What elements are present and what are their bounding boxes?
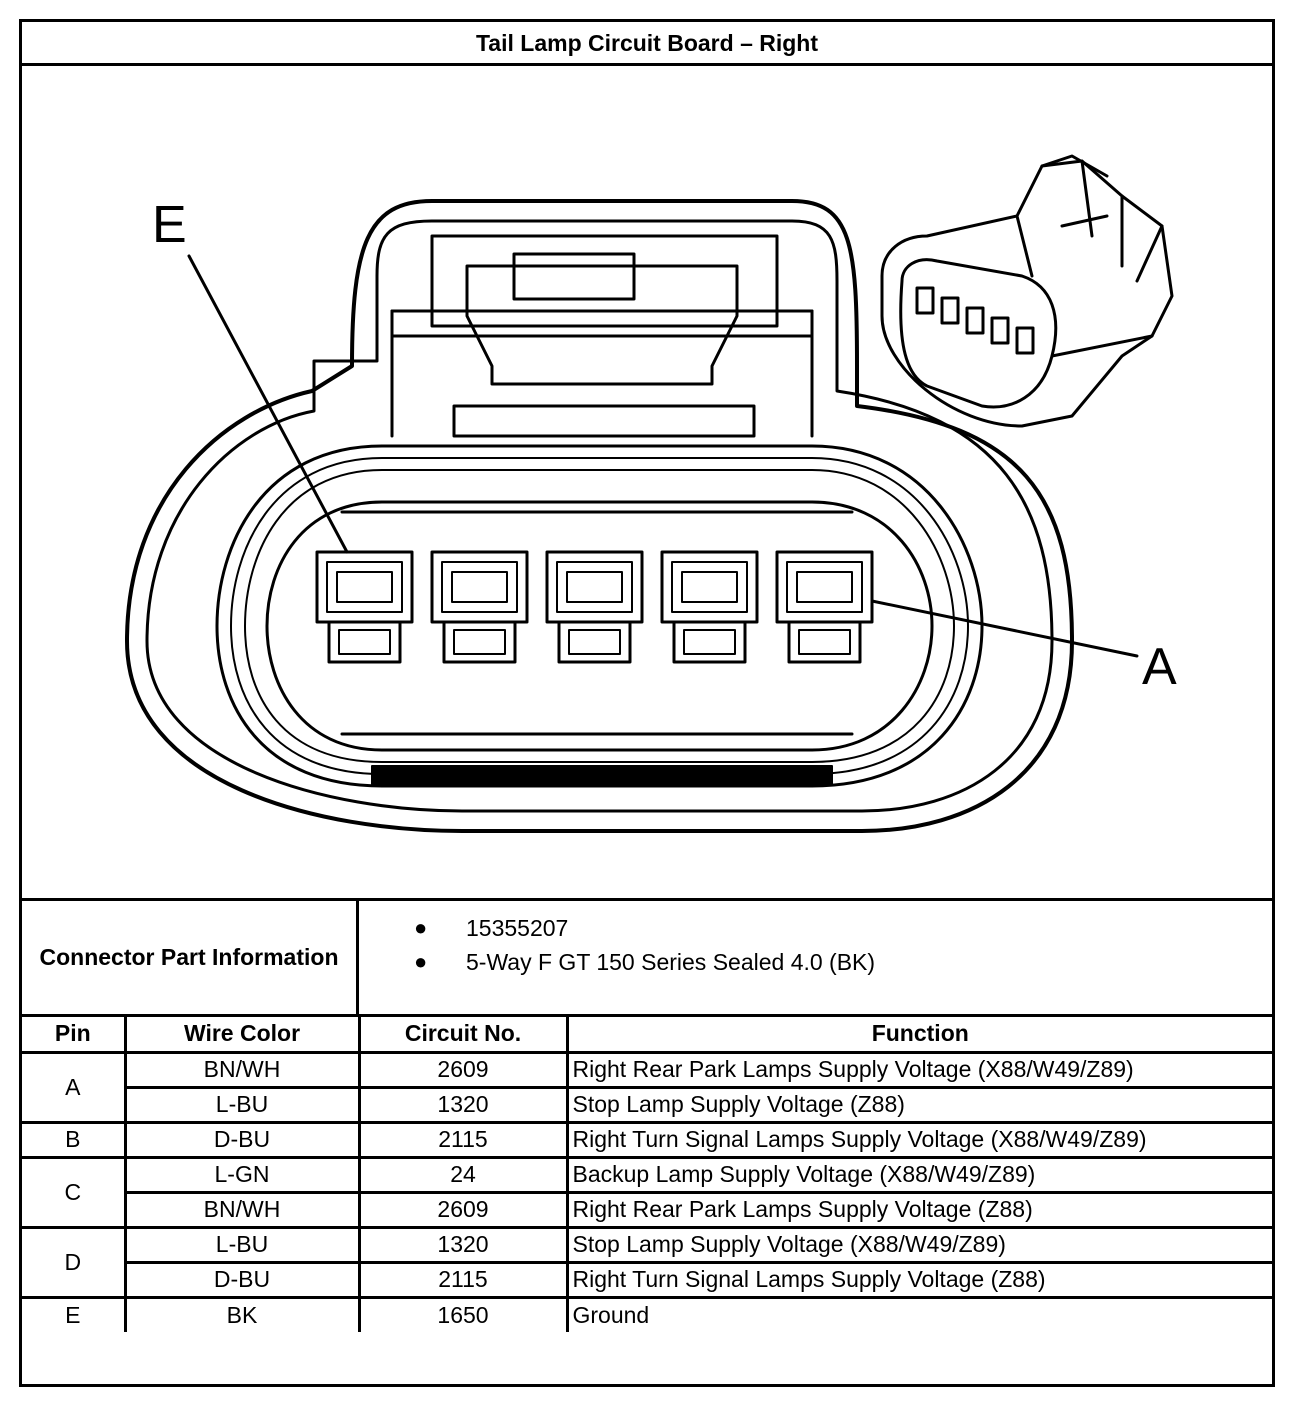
latch-body <box>465 264 739 386</box>
seal-bottom-band <box>371 765 833 785</box>
table-row: E BK 1650 Ground <box>22 1295 1272 1332</box>
connector-diagram-frame: Tail Lamp Circuit Board – Right <box>19 19 1275 1387</box>
pin-label-e: E <box>152 196 187 254</box>
function-cell: Ground <box>565 1295 1272 1332</box>
part-number: 15355207 <box>466 915 569 941</box>
table-row: A BN/WH 2609 Right Rear Park Lamps Suppl… <box>22 1050 1272 1124</box>
circuit-cell: 2115 <box>357 1260 569 1299</box>
latch-side <box>390 309 814 438</box>
function-cell: Right Rear Park Lamps Supply Voltage (X8… <box>565 1050 1272 1089</box>
connector-description: 5-Way F GT 150 Series Sealed 4.0 (BK) <box>466 949 876 975</box>
function-cell: Right Turn Signal Lamps Supply Voltage (… <box>565 1120 1272 1159</box>
bullet-icon: ● <box>414 949 428 974</box>
wire-color-cell: L-BU <box>123 1225 361 1264</box>
pin-cell: C <box>22 1155 127 1229</box>
table-row: D-BU 2115 Right Turn Signal Lamps Supply… <box>22 1260 1272 1299</box>
function-cell: Backup Lamp Supply Voltage (X88/W49/Z89) <box>565 1155 1272 1194</box>
pin-label-a: A <box>1142 638 1177 696</box>
circuit-cell: 2609 <box>357 1190 569 1229</box>
terminal-d <box>430 550 529 664</box>
pin-cell: D <box>22 1225 127 1299</box>
wire-color-cell: BN/WH <box>123 1050 361 1089</box>
wire-color-cell: D-BU <box>123 1120 361 1159</box>
header-pin: Pin <box>22 1017 127 1054</box>
pin-cell: B <box>22 1120 127 1159</box>
bullet-icon: ● <box>414 915 428 940</box>
circuit-cell: 1320 <box>357 1225 569 1264</box>
wire-color-cell: BK <box>123 1295 361 1332</box>
function-cell: Right Rear Park Lamps Supply Voltage (Z8… <box>565 1190 1272 1229</box>
function-cell: Stop Lamp Supply Voltage (Z88) <box>565 1085 1272 1124</box>
wire-color-cell: BN/WH <box>125 1190 361 1229</box>
circuit-cell: 2115 <box>357 1120 569 1159</box>
pin-cell: E <box>22 1295 127 1332</box>
connector-3d-icon <box>880 154 1174 428</box>
wire-color-cell: L-BU <box>125 1085 361 1124</box>
circuit-cell: 1320 <box>357 1085 569 1124</box>
circuit-cell: 1650 <box>357 1295 569 1332</box>
pinout-table: Pin Wire Color Circuit No. Function A BN… <box>22 1017 1272 1332</box>
connector-part-info: Connector Part Information ● 15355207 ● 5-… <box>22 898 1272 1017</box>
latch-top <box>512 252 636 301</box>
function-cell: Stop Lamp Supply Voltage (X88/W49/Z89) <box>565 1225 1272 1264</box>
terminal-c <box>545 550 644 664</box>
header-wire-color: Wire Color <box>123 1017 361 1054</box>
wire-color-cell: D-BU <box>125 1260 361 1299</box>
connector-face-svg: E A <box>125 154 1177 833</box>
table-row: L-BU 1320 Stop Lamp Supply Voltage (Z88) <box>22 1085 1272 1124</box>
housing-outline <box>125 199 1074 833</box>
seal-ring-4 <box>265 500 934 752</box>
leader-line-e <box>187 254 349 554</box>
terminal-cavities <box>315 550 874 664</box>
connector-info-label: Connector Part Information <box>22 901 359 1014</box>
table-header-row: Pin Wire Color Circuit No. Function <box>22 1017 1272 1054</box>
housing-inner-outline <box>145 219 1054 813</box>
function-cell: Right Turn Signal Lamps Supply Voltage (… <box>565 1260 1272 1299</box>
page-title: Tail Lamp Circuit Board – Right <box>22 22 1272 66</box>
table-row: D L-BU 1320 Stop Lamp Supply Voltage (X8… <box>22 1225 1272 1299</box>
latch-frame <box>430 234 779 328</box>
wire-color-cell: L-GN <box>123 1155 361 1194</box>
seal-ring-2 <box>230 457 969 775</box>
terminal-a <box>775 550 874 664</box>
leader-line-a <box>870 599 1139 658</box>
terminal-b <box>660 550 759 664</box>
connector-face-diagram: E A <box>22 66 1272 898</box>
circuit-cell: 24 <box>357 1155 569 1194</box>
header-circuit-no: Circuit No. <box>357 1017 569 1054</box>
connector-info-item: ● 15355207 <box>414 911 875 945</box>
table-row: BN/WH 2609 Right Rear Park Lamps Supply … <box>22 1190 1272 1229</box>
table-row: C L-GN 24 Backup Lamp Supply Voltage (X8… <box>22 1155 1272 1229</box>
connector-info-list: ● 15355207 ● 5-Way F GT 150 Series Sealed … <box>414 911 875 979</box>
header-function: Function <box>565 1017 1272 1054</box>
latch-slot <box>452 404 756 438</box>
table-row: B D-BU 2115 Right Turn Signal Lamps Supp… <box>22 1120 1272 1159</box>
connector-info-item: ● 5-Way F GT 150 Series Sealed 4.0 (BK) <box>414 945 875 979</box>
seal-ring-1 <box>215 444 984 788</box>
circuit-cell: 2609 <box>357 1050 569 1089</box>
seal-ring-3 <box>244 469 955 763</box>
pin-cell: A <box>22 1050 127 1124</box>
terminal-e <box>315 550 414 664</box>
